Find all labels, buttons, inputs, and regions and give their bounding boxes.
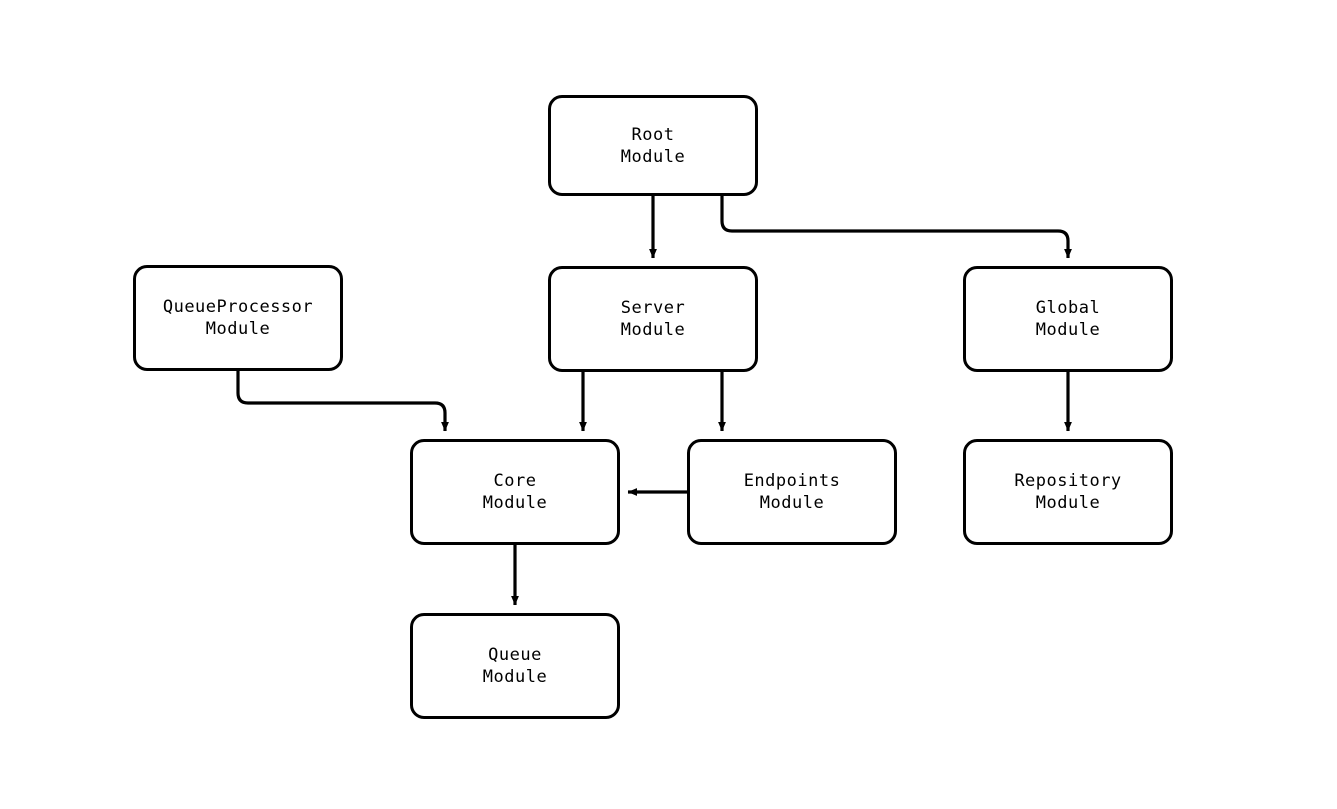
node-queueprocessor-module[interactable]: QueueProcessor Module — [133, 265, 343, 371]
node-label-line1: Server — [620, 298, 686, 318]
node-label-line2: Module — [482, 667, 548, 687]
node-server-module[interactable]: Server Module — [548, 266, 758, 372]
node-root-module[interactable]: Root Module — [548, 95, 758, 196]
node-label-line1: Endpoints — [743, 471, 841, 491]
node-global-module[interactable]: Global Module — [963, 266, 1173, 372]
node-label-line2: Module — [620, 146, 686, 167]
node-label-line1: QueueProcessor — [162, 297, 314, 317]
node-label-line1: Repository — [1014, 471, 1122, 491]
edge-root-to-global — [720, 196, 1072, 259]
node-label-line2: Module — [759, 493, 825, 513]
node-label-line2: Module — [1035, 320, 1101, 340]
node-label-line1: Root — [631, 124, 675, 145]
node-endpoints-module[interactable]: Endpoints Module — [687, 439, 897, 545]
node-label-line1: Core — [493, 471, 537, 491]
node-label-line2: Module — [1035, 493, 1101, 513]
node-label-line2: Module — [620, 320, 686, 340]
node-core-module[interactable]: Core Module — [410, 439, 620, 545]
node-label-line2: Module — [205, 319, 271, 339]
node-queue-module[interactable]: Queue Module — [410, 613, 620, 719]
node-label-line2: Module — [482, 493, 548, 513]
node-label-line1: Global — [1035, 298, 1101, 318]
edge-queueprocessor-to-core — [236, 371, 449, 432]
node-repository-module[interactable]: Repository Module — [963, 439, 1173, 545]
node-label-line1: Queue — [488, 645, 542, 665]
